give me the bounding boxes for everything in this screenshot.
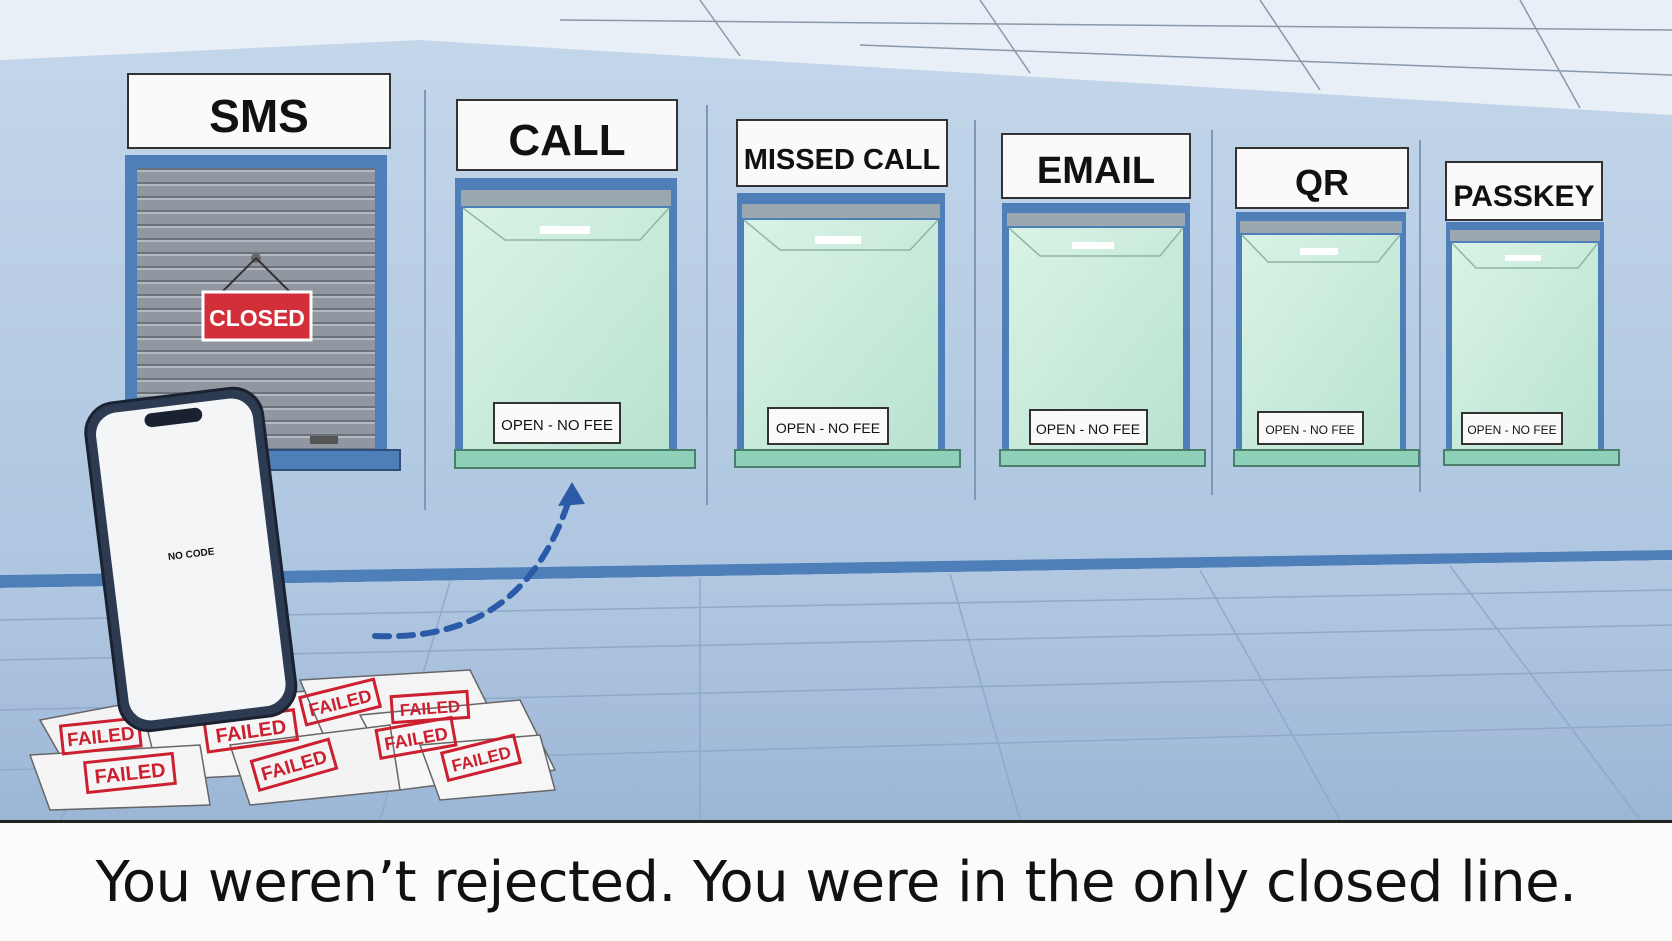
window-email: OPEN - NO FEE EMAIL (999, 133, 1206, 467)
qr-ceiling-light (1300, 248, 1338, 255)
qr-blind (1240, 221, 1402, 233)
sign-passkey-label: PASSKEY (1453, 180, 1594, 213)
call-ceiling-light (540, 226, 590, 234)
sign-email-label: EMAIL (1037, 150, 1155, 192)
window-qr: OPEN - NO FEE QR (1233, 147, 1420, 467)
closed-sign (201, 290, 313, 342)
missed-call-ceiling-light (815, 236, 861, 244)
passkey-blind (1450, 230, 1600, 241)
missed-call-blind (742, 204, 940, 218)
phone-screen (96, 398, 286, 721)
call-placard (493, 402, 621, 444)
missed-call-sill (734, 449, 961, 468)
email-ceiling-light (1072, 242, 1114, 249)
dashed-arrow-path (372, 487, 575, 640)
phone-notch (144, 407, 203, 428)
failed-papers-pile: FAILED FAILED FAILED FAILED FAILED FAILE… (28, 669, 557, 811)
sms-shutter-handle (310, 436, 338, 444)
window-call: OPEN - NO FEE CALL (454, 99, 696, 469)
sign-call-label: CALL (508, 116, 625, 165)
sign-qr-label: QR (1295, 162, 1349, 203)
passkey-placard-text: OPEN - NO FEE (1467, 423, 1556, 437)
email-placard-text: OPEN - NO FEE (1036, 421, 1140, 437)
failed-stamp: FAILED (58, 716, 143, 756)
call-sill (454, 449, 696, 469)
sign-sms-label: SMS (209, 90, 309, 142)
sign-missed-call (736, 119, 948, 187)
missed-call-placard-text: OPEN - NO FEE (776, 420, 880, 436)
sign-qr (1235, 147, 1409, 209)
caption-bar: You weren’t rejected. You were in the on… (0, 820, 1672, 941)
phone: NO CODE (84, 386, 298, 733)
email-placard (1029, 409, 1148, 445)
sign-sms (127, 73, 391, 149)
wall-dividers (424, 90, 1421, 510)
window-missed-call: OPEN - NO FEE MISSED CALL (734, 119, 961, 468)
qr-placard-text: OPEN - NO FEE (1265, 423, 1354, 437)
sign-email (1001, 133, 1191, 199)
qr-sill (1233, 449, 1420, 467)
email-sill (999, 449, 1206, 467)
sign-passkey (1445, 161, 1603, 221)
ceiling-grid (559, 0, 1672, 109)
ceiling (0, 0, 1672, 115)
qr-placard (1257, 411, 1364, 445)
window-passkey: OPEN - NO FEE PASSKEY (1443, 161, 1620, 466)
baseboard (0, 550, 1672, 588)
passkey-placard (1461, 412, 1563, 445)
passkey-sill (1443, 449, 1620, 466)
email-blind (1007, 213, 1185, 226)
sign-missed-call-label: MISSED CALL (744, 144, 941, 176)
dashed-arrow-head (558, 482, 585, 506)
failed-stamp: FAILED (374, 715, 458, 760)
passkey-ceiling-light (1505, 255, 1541, 261)
illustration-scene: CLOSED SMS OPEN - NO FEE CALL OPEN - NO … (0, 0, 1672, 820)
call-blind (461, 190, 671, 206)
scene-svg: CLOSED SMS OPEN - NO FEE CALL OPEN - NO … (0, 0, 1672, 820)
failed-stamp-text: FAILED (399, 697, 461, 720)
sign-call (456, 99, 678, 171)
missed-call-placard (767, 407, 889, 445)
call-placard-text: OPEN - NO FEE (501, 417, 613, 434)
caption: You weren’t rejected. You were in the on… (95, 849, 1577, 915)
closed-sign-text: CLOSED (209, 305, 305, 331)
